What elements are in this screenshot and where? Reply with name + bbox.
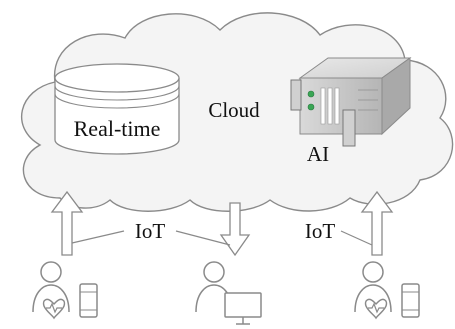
down-arrow-center — [219, 202, 251, 257]
rack-server-icon — [290, 57, 412, 147]
cloud-label: Cloud — [208, 98, 260, 122]
iot-label-right: IoT — [305, 219, 335, 243]
user-with-computer-icon — [195, 261, 262, 325]
user-with-heart-and-phone-icon-right — [354, 261, 420, 320]
iot-label-left: IoT — [135, 219, 165, 243]
iot-connector-lines — [71, 230, 373, 246]
realtime-label: Real-time — [74, 116, 161, 141]
ai-label: AI — [307, 142, 329, 166]
up-arrow-left — [50, 190, 84, 256]
database-cylinder-icon — [54, 63, 180, 155]
up-arrow-right — [360, 190, 394, 256]
user-with-heart-and-phone-icon — [32, 261, 98, 320]
